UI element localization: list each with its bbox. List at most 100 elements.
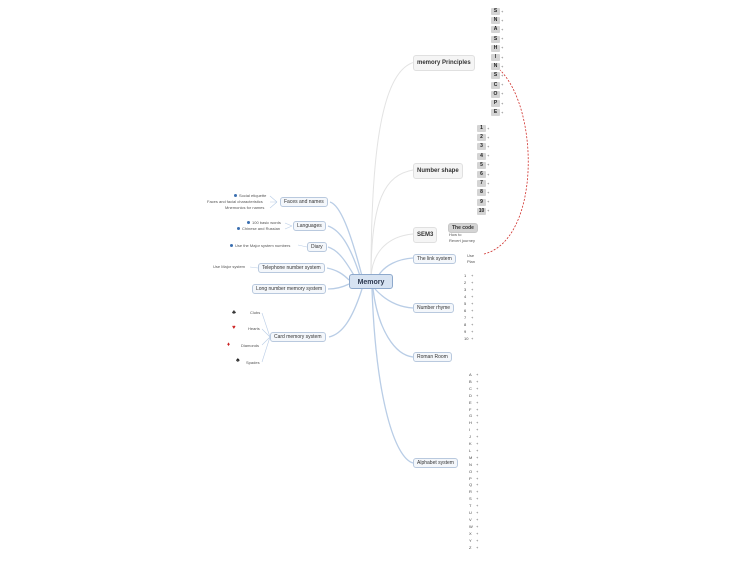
expand-icon[interactable]: + <box>501 8 504 14</box>
number-rhyme-item[interactable]: 2 <box>464 280 467 285</box>
topic-roman-room[interactable]: Roman Room <box>413 352 452 362</box>
expand-icon[interactable]: + <box>476 385 479 391</box>
expand-icon[interactable]: + <box>501 82 504 88</box>
alphabet-item[interactable]: Y <box>469 537 472 543</box>
alphabet-item[interactable]: J <box>469 434 471 440</box>
expand-icon[interactable]: + <box>476 372 479 377</box>
expand-icon[interactable]: + <box>471 308 474 313</box>
topic-languages[interactable]: Languages <box>293 221 326 231</box>
number-rhyme-item[interactable]: 9 <box>464 329 467 334</box>
expand-icon[interactable]: + <box>471 315 474 320</box>
expand-icon[interactable]: + <box>501 36 504 42</box>
number-shape-item[interactable]: 4 <box>477 152 486 160</box>
alphabet-item[interactable]: I <box>469 427 471 433</box>
topic-diary[interactable]: Diary <box>307 242 327 252</box>
expand-icon[interactable]: + <box>471 322 474 327</box>
expand-icon[interactable]: + <box>476 447 479 453</box>
topic-link-system[interactable]: The link system <box>413 254 456 264</box>
central-topic[interactable]: Memory <box>349 274 393 289</box>
principle-letter-item[interactable]: S <box>491 8 500 15</box>
expand-icon[interactable]: + <box>487 134 490 140</box>
expand-icon[interactable]: + <box>501 26 504 32</box>
number-rhyme-item[interactable]: 8 <box>464 322 467 327</box>
principle-letter-item[interactable]: E <box>491 109 500 117</box>
expand-icon[interactable]: + <box>487 143 490 149</box>
number-rhyme-item[interactable]: 3 <box>464 287 467 292</box>
expand-icon[interactable]: + <box>501 100 504 106</box>
expand-icon[interactable]: + <box>501 109 504 115</box>
alphabet-item[interactable]: N <box>469 461 472 467</box>
alphabet-item[interactable]: V <box>469 516 472 522</box>
number-rhyme-item[interactable]: 5 <box>464 301 467 306</box>
expand-icon[interactable]: + <box>471 287 474 292</box>
alphabet-item[interactable]: O <box>469 468 473 474</box>
number-shape-item[interactable]: 9 <box>477 198 486 206</box>
expand-icon[interactable]: + <box>501 63 504 69</box>
leaf-mnemonics-for-names[interactable]: Mnemonics for names <box>225 205 265 210</box>
expand-icon[interactable]: + <box>501 54 504 60</box>
expand-icon[interactable]: + <box>471 301 474 306</box>
alphabet-item[interactable]: X <box>469 530 472 536</box>
expand-icon[interactable]: + <box>476 516 479 522</box>
expand-icon[interactable]: + <box>471 280 474 285</box>
expand-icon[interactable]: + <box>487 208 490 214</box>
number-shape-item[interactable]: 3 <box>477 143 486 151</box>
expand-icon[interactable]: + <box>471 294 474 299</box>
alphabet-item[interactable]: G <box>469 413 473 419</box>
expand-icon[interactable]: + <box>487 180 490 186</box>
expand-icon[interactable]: + <box>487 125 490 131</box>
expand-icon[interactable]: + <box>476 420 479 426</box>
leaf-faces-characteristics[interactable]: Faces and facial characteristics <box>207 199 263 204</box>
principle-letter-item[interactable]: I <box>491 54 500 61</box>
expand-icon[interactable]: + <box>476 482 479 488</box>
principle-letter-item[interactable]: A <box>491 26 500 34</box>
expand-icon[interactable]: + <box>501 45 504 51</box>
number-shape-item[interactable]: 10 <box>477 207 486 215</box>
principle-letter-item[interactable]: S <box>491 72 500 80</box>
expand-icon[interactable]: + <box>476 413 479 419</box>
alphabet-item[interactable]: K <box>469 441 472 446</box>
leaf-spades[interactable]: Spades <box>246 360 260 365</box>
alphabet-item[interactable]: M <box>469 454 473 460</box>
number-rhyme-item[interactable]: 6 <box>464 308 467 313</box>
topic-number-rhyme[interactable]: Number rhyme <box>413 303 455 313</box>
expand-icon[interactable]: + <box>487 171 490 177</box>
expand-icon[interactable]: + <box>476 510 479 515</box>
expand-icon[interactable]: + <box>501 72 504 78</box>
alphabet-item[interactable]: A <box>469 372 472 377</box>
number-shape-item[interactable]: 7 <box>477 180 486 188</box>
expand-icon[interactable]: + <box>476 503 479 509</box>
principle-letter-item[interactable]: N <box>491 63 500 71</box>
number-shape-item[interactable]: 8 <box>477 189 486 197</box>
alphabet-item[interactable]: T <box>469 503 472 509</box>
expand-icon[interactable]: + <box>487 199 490 205</box>
leaf-hearts[interactable]: Hearts <box>248 326 260 331</box>
alphabet-item[interactable]: D <box>469 392 472 398</box>
leaf-how-to[interactable]: How to <box>449 232 462 237</box>
expand-icon[interactable]: + <box>476 392 479 398</box>
leaf-the-code[interactable]: The code <box>448 223 478 233</box>
topic-telephone-number-system[interactable]: Telephone number system <box>258 263 325 273</box>
expand-icon[interactable]: + <box>476 544 479 550</box>
alphabet-item[interactable]: H <box>469 420 472 426</box>
alphabet-item[interactable]: Q <box>469 482 473 488</box>
leaf-chinese-and-russian[interactable]: Chinese and Russian <box>242 226 281 231</box>
expand-icon[interactable]: + <box>487 162 490 168</box>
expand-icon[interactable]: + <box>476 427 479 433</box>
expand-icon[interactable]: + <box>476 537 479 543</box>
expand-icon[interactable]: + <box>476 475 479 481</box>
leaf-use-major-numbers[interactable]: Use the Major system numbers <box>235 243 291 248</box>
leaf-use-major-system[interactable]: Use Major system <box>213 264 246 269</box>
leaf-clubs[interactable]: Clubs <box>250 310 261 315</box>
number-rhyme-item[interactable]: 7 <box>464 315 467 320</box>
topic-number-shape[interactable]: Number shape <box>413 163 463 179</box>
number-shape-item[interactable]: 6 <box>477 171 486 178</box>
expand-icon[interactable]: + <box>476 434 479 440</box>
topic-memory-principles[interactable]: memory Principles <box>413 55 475 71</box>
expand-icon[interactable]: + <box>476 378 479 384</box>
topic-sem3[interactable]: SEM3 <box>413 227 438 243</box>
expand-icon[interactable]: + <box>476 406 479 412</box>
topic-card-memory-system[interactable]: Card memory system <box>270 332 326 342</box>
expand-icon[interactable]: + <box>476 523 479 529</box>
alphabet-item[interactable]: Z <box>469 544 472 550</box>
